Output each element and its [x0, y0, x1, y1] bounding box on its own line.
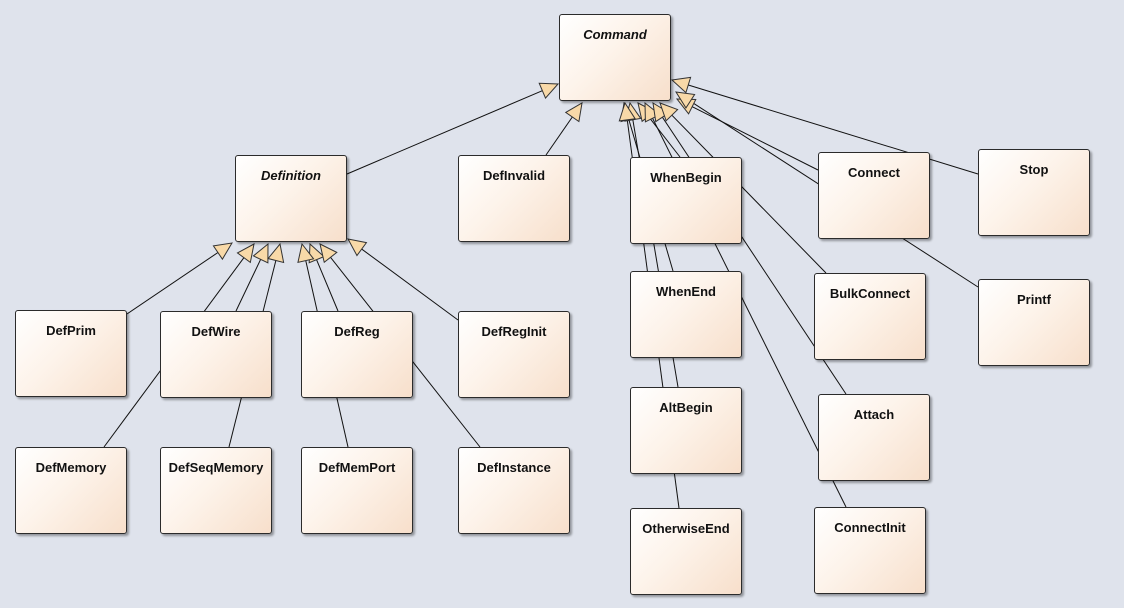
class-label: Attach	[853, 407, 895, 422]
class-label: Connect	[848, 165, 900, 180]
class-label: DefMemPort	[318, 460, 396, 475]
generalization-arrowhead	[212, 242, 233, 261]
inheritance-line-def_prim-to-definition	[126, 252, 219, 315]
inheritance-line-when_begin-to-command	[648, 116, 681, 158]
class-label: WhenEnd	[656, 284, 716, 299]
generalization-arrowhead	[538, 82, 560, 99]
class-command[interactable]: Command	[559, 14, 671, 101]
class-connect-init[interactable]: ConnectInit	[814, 507, 926, 594]
inheritance-line-def_reg-to-definition	[316, 259, 339, 312]
class-def-mem-port[interactable]: DefMemPort	[301, 447, 413, 534]
class-stop[interactable]: Stop	[978, 149, 1090, 236]
class-label: OtherwiseEnd	[642, 521, 730, 536]
class-label: DefSeqMemory	[168, 460, 264, 475]
class-label: DefRegInit	[481, 324, 547, 339]
class-when-end[interactable]: WhenEnd	[630, 271, 742, 358]
class-label: DefWire	[191, 324, 241, 339]
class-def-seq-memory[interactable]: DefSeqMemory	[160, 447, 272, 534]
generalization-arrowhead	[659, 102, 679, 122]
class-label: DefPrim	[46, 323, 96, 338]
class-label: Definition	[261, 168, 321, 183]
class-def-instance[interactable]: DefInstance	[458, 447, 570, 534]
generalization-arrowhead	[652, 102, 670, 123]
class-label: Printf	[1017, 292, 1051, 307]
generalization-arrowhead	[252, 242, 269, 264]
class-label: DefMemory	[35, 460, 107, 475]
inheritance-line-def_reg_init-to-definition	[361, 248, 459, 321]
class-label: BulkConnect	[829, 286, 911, 301]
class-otherwise-end[interactable]: OtherwiseEnd	[630, 508, 742, 595]
class-def-prim[interactable]: DefPrim	[15, 310, 127, 397]
generalization-arrowhead	[675, 91, 696, 109]
class-attach[interactable]: Attach	[818, 394, 930, 481]
generalization-arrowhead	[347, 238, 368, 257]
class-def-memory[interactable]: DefMemory	[15, 447, 127, 534]
class-connect[interactable]: Connect	[818, 152, 930, 239]
generalization-arrowhead	[564, 102, 583, 123]
generalization-arrowhead	[267, 242, 285, 264]
class-printf[interactable]: Printf	[978, 279, 1090, 366]
class-when-begin[interactable]: WhenBegin	[630, 157, 742, 244]
class-def-reg[interactable]: DefReg	[301, 311, 413, 398]
class-def-wire[interactable]: DefWire	[160, 311, 272, 398]
class-bulk-connect[interactable]: BulkConnect	[814, 273, 926, 360]
class-label: ConnectInit	[834, 520, 906, 535]
class-def-reg-init[interactable]: DefRegInit	[458, 311, 570, 398]
generalization-arrowhead	[297, 242, 315, 264]
generalization-arrowhead	[670, 76, 692, 94]
generalization-arrowhead	[319, 243, 338, 264]
class-label: AltBegin	[659, 400, 713, 415]
class-label: DefReg	[334, 324, 380, 339]
class-definition[interactable]: Definition	[235, 155, 347, 242]
inheritance-line-connect-to-command	[691, 106, 819, 171]
class-label: DefInvalid	[482, 168, 546, 183]
class-label: Stop	[1019, 162, 1049, 177]
generalization-arrowhead	[618, 101, 637, 122]
inheritance-line-def_wire-to-definition	[235, 259, 262, 312]
inheritance-line-definition-to-command	[346, 90, 543, 175]
generalization-arrowhead	[644, 101, 661, 123]
class-label: Command	[583, 27, 647, 42]
inheritance-line-bulk_connect-to-command	[671, 114, 827, 274]
class-label: DefInstance	[477, 460, 551, 475]
class-alt-begin[interactable]: AltBegin	[630, 387, 742, 474]
class-def-invalid[interactable]: DefInvalid	[458, 155, 570, 242]
inheritance-line-def_invalid-to-command	[545, 116, 573, 156]
generalization-arrowhead	[236, 243, 255, 264]
class-label: WhenBegin	[650, 170, 722, 185]
